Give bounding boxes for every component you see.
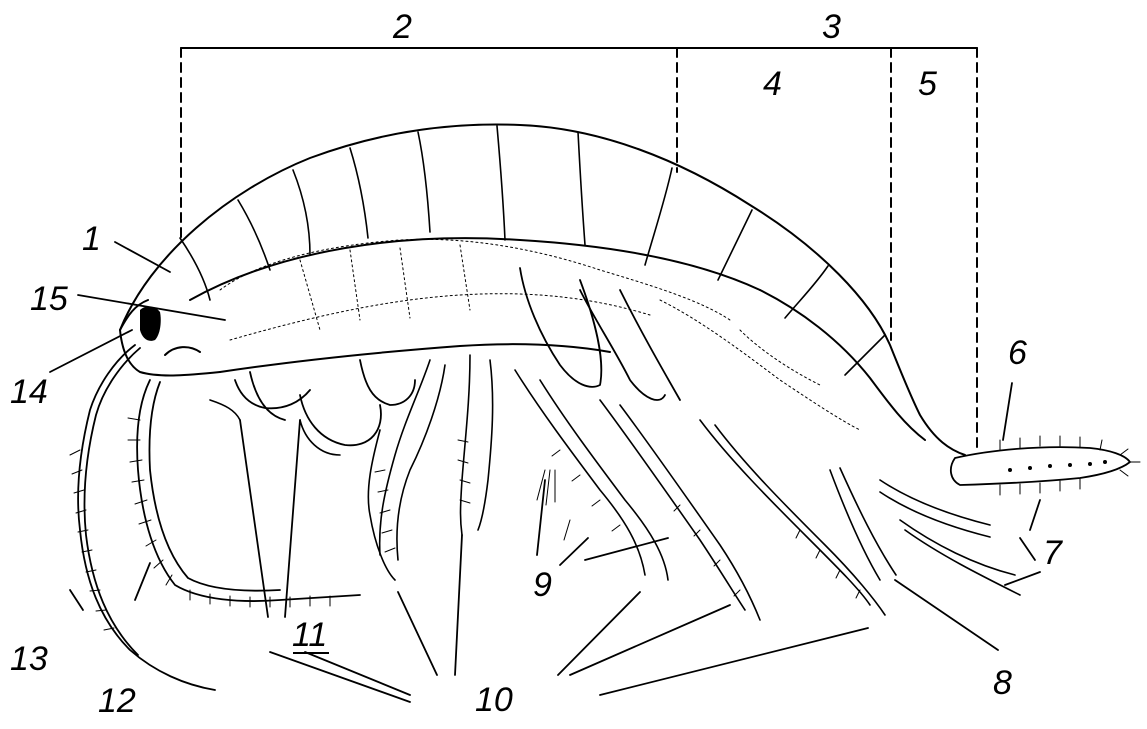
label-coxal-plates: 9	[533, 568, 552, 602]
antenna-2-setae	[128, 418, 330, 607]
pereopod-setae	[375, 440, 860, 598]
label-head: 1	[82, 222, 101, 256]
label-uropods: 7	[1043, 536, 1062, 570]
label-pereopods: 10	[475, 683, 513, 717]
eye	[140, 306, 161, 340]
label-antenna-2: 12	[98, 684, 136, 718]
label-gnathopods: 11	[292, 618, 327, 652]
internal-organs	[220, 239, 860, 430]
antenna-1	[78, 345, 215, 690]
body-outline	[120, 124, 965, 455]
label-pleon: 3	[822, 10, 841, 44]
gnathopods-underline	[293, 652, 329, 654]
gnathopods	[210, 400, 395, 580]
label-urosome: 5	[918, 67, 937, 101]
label-eye: 15	[30, 282, 68, 316]
antenna-2	[137, 380, 360, 601]
telson-dots	[1008, 460, 1107, 472]
telson	[951, 447, 1130, 485]
label-pleopod: 8	[993, 666, 1012, 700]
label-antenna-1: 13	[10, 642, 48, 676]
segment-lines	[180, 126, 885, 375]
pereopods	[380, 355, 885, 620]
label-pleosome: 4	[763, 67, 782, 101]
antenna-1-setae	[70, 450, 114, 630]
label-rostrum: 14	[10, 375, 48, 409]
label-pereon: 2	[393, 10, 412, 44]
division-brackets	[181, 48, 977, 452]
label-telson: 6	[1008, 336, 1027, 370]
uropods	[880, 480, 1020, 595]
